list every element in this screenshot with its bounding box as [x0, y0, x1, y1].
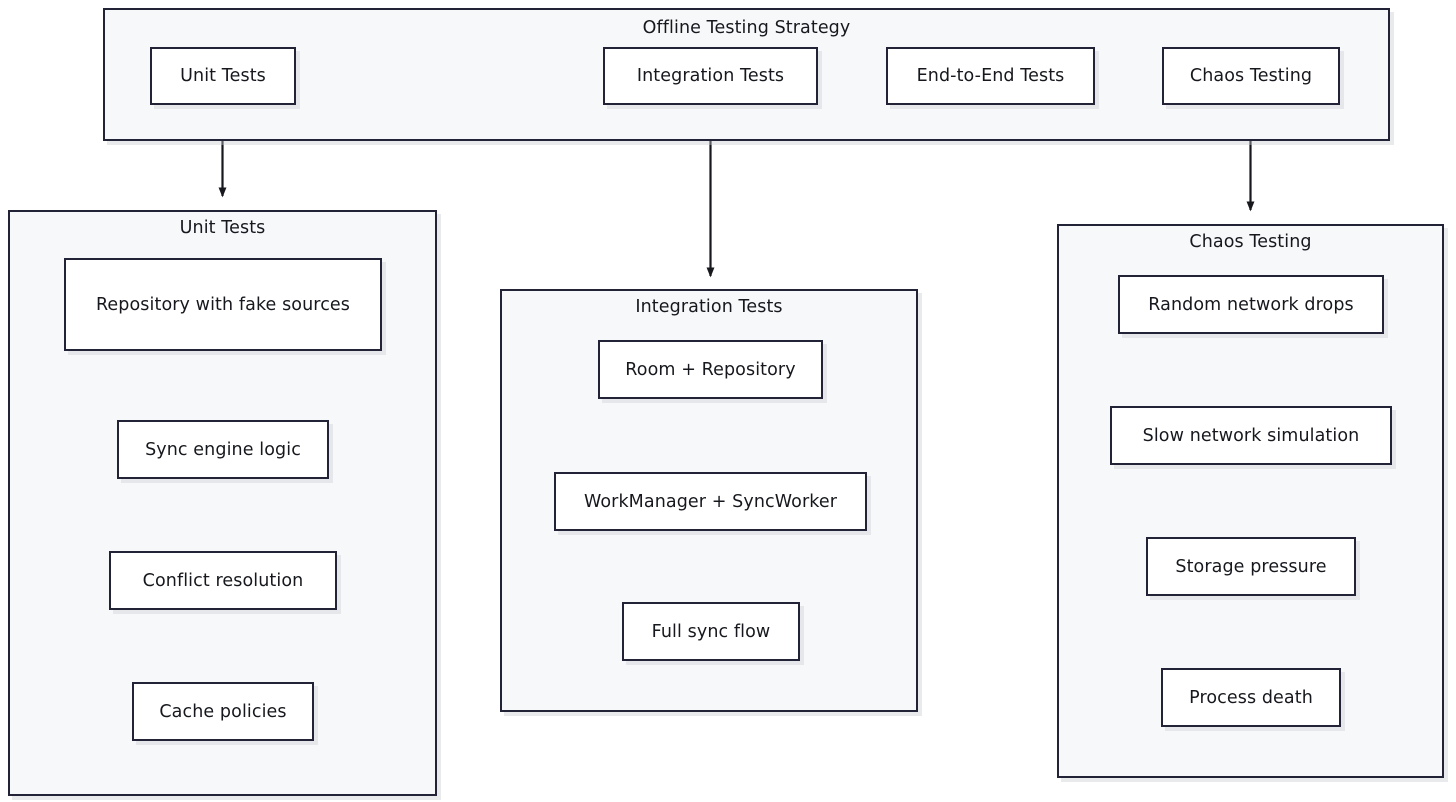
node-label: Full sync flow [651, 621, 771, 642]
node-label: Integration Tests [636, 66, 785, 86]
node-unit-tests[interactable]: Unit Tests [150, 47, 296, 105]
node-storage-pressure[interactable]: Storage pressure [1146, 537, 1356, 596]
node-repository-with-fake-sources[interactable]: Repository with fake sources [64, 258, 382, 351]
node-workmanager-plus-syncworker[interactable]: WorkManager + SyncWorker [554, 472, 867, 531]
cluster-title-unit-tests: Unit Tests [179, 218, 266, 238]
node-label: Cache policies [159, 701, 287, 722]
node-full-sync-flow[interactable]: Full sync flow [622, 602, 800, 661]
node-label: Slow network simulation [1142, 425, 1360, 446]
cluster-title-integration-tests: Integration Tests [635, 297, 783, 317]
node-label: Repository with fake sources [95, 294, 351, 315]
node-cache-policies[interactable]: Cache policies [132, 682, 314, 741]
cluster-title-offline-testing-strategy: Offline Testing Strategy [642, 18, 851, 38]
node-label: Room + Repository [625, 359, 796, 380]
node-label: Conflict resolution [142, 570, 304, 591]
node-label: End-to-End Tests [916, 66, 1065, 86]
node-end-to-end-tests[interactable]: End-to-End Tests [886, 47, 1095, 105]
node-label: Unit Tests [180, 66, 266, 86]
node-label: Process death [1189, 687, 1313, 708]
node-conflict-resolution[interactable]: Conflict resolution [109, 551, 337, 610]
node-label: Storage pressure [1175, 556, 1327, 577]
node-process-death[interactable]: Process death [1161, 668, 1341, 727]
node-label: Random network drops [1148, 294, 1354, 315]
node-random-network-drops[interactable]: Random network drops [1118, 275, 1384, 334]
node-room-plus-repository[interactable]: Room + Repository [598, 340, 823, 399]
node-label: Chaos Testing [1189, 66, 1313, 86]
node-label: WorkManager + SyncWorker [583, 491, 838, 512]
node-chaos-testing[interactable]: Chaos Testing [1162, 47, 1340, 105]
node-sync-engine-logic[interactable]: Sync engine logic [117, 420, 329, 479]
node-label: Sync engine logic [145, 439, 301, 460]
cluster-title-chaos-testing: Chaos Testing [1189, 232, 1312, 252]
node-slow-network-simulation[interactable]: Slow network simulation [1110, 406, 1392, 465]
node-integration-tests[interactable]: Integration Tests [603, 47, 818, 105]
